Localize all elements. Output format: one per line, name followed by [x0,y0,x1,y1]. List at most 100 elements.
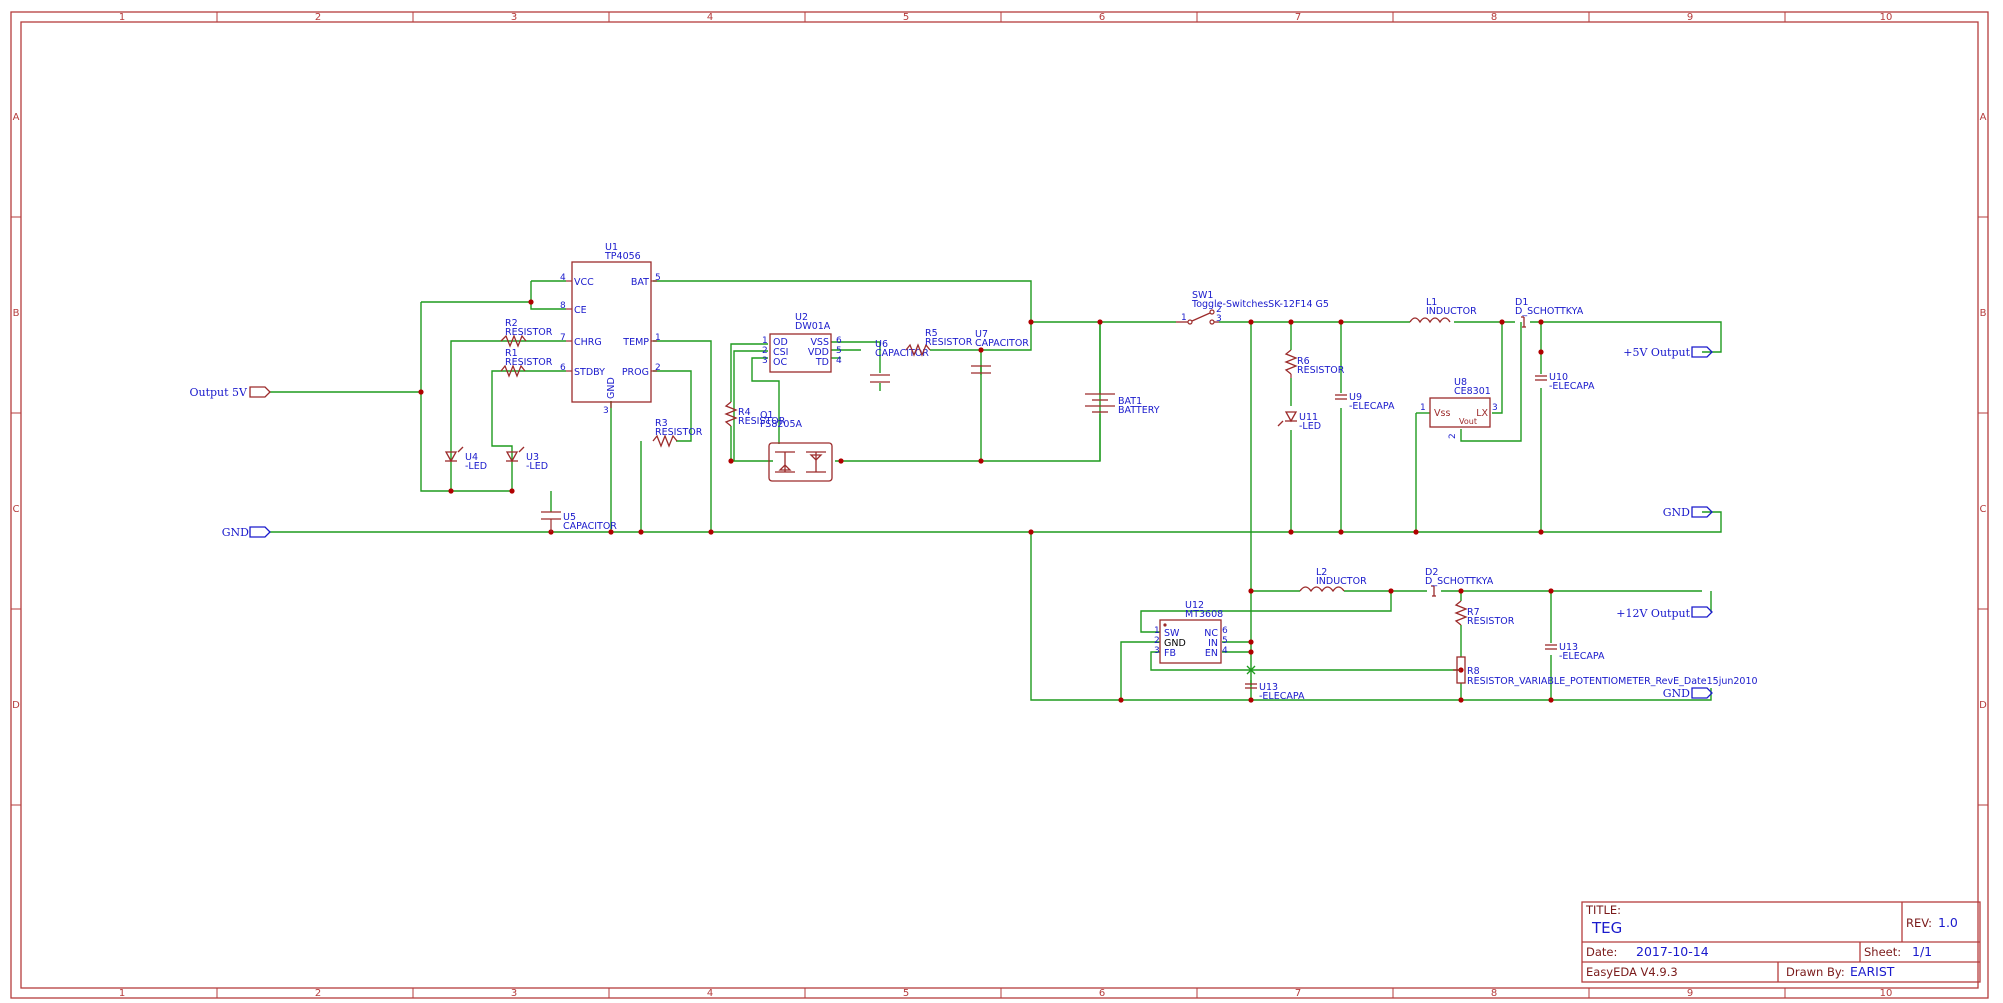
part-value: D_SCHOTTKYA [1425,576,1494,587]
ref-designator: SW1 [1192,290,1213,301]
resistor-r4[interactable]: R4 RESISTOR [724,401,786,427]
date-label: Date: [1586,945,1617,959]
capacitor-u10[interactable]: U10 -ELECAPA [1535,372,1595,392]
col-label-bottom: 4 [707,988,713,999]
row-label-right: B [1980,308,1987,319]
part-value: FS8205A [760,419,803,430]
ref-designator: U1 [605,242,618,253]
pin-number: 5 [655,273,661,283]
pin-name: VCC [574,277,594,288]
net-plus5v-output[interactable]: +5V Output [1623,346,1713,359]
pin-name: TD [815,357,829,368]
col-label-top: 7 [1295,12,1301,23]
tool-version: EasyEDA V4.9.3 [1586,965,1678,979]
pin-number: 2 [1154,636,1160,646]
ref-designator: U11 [1299,412,1318,423]
pin-number: 6 [560,363,566,373]
pin-name: SW [1164,628,1180,639]
capacitor-u5[interactable]: U5 CAPACITOR [541,511,617,532]
part-value: -LED [465,461,487,472]
capacitor-u7[interactable]: U7 CAPACITOR [971,329,1029,374]
net-gnd-left[interactable]: GND [222,526,271,539]
pin-number: 3 [762,356,768,366]
resistor-r6[interactable]: R6 RESISTOR [1284,349,1345,378]
capacitor-u13-bottom[interactable]: U13 -ELECAPA [1245,682,1305,702]
switch-sw1[interactable]: SW1 Toggle-SwitchesSK-12F14 G5 1 2 3 [1176,290,1329,325]
net-gnd-bottom[interactable]: GND [1663,687,1713,700]
net-label: GND [1663,506,1690,519]
net-output-5v-in[interactable]: Output 5V [189,386,271,399]
potentiometer-r8[interactable]: R8 RESISTOR_VARIABLE_POTENTIOMETER_RevE_… [1453,656,1758,687]
net-plus12v-output[interactable]: +12V Output [1616,606,1713,620]
capacitor-u13-right[interactable]: U13 -ELECAPA [1545,642,1605,662]
pin-number: 1 [762,336,768,346]
led-u3[interactable]: U3 -LED [505,446,548,472]
resistor-r3[interactable]: R3 RESISTOR [652,418,703,448]
resistor-r7[interactable]: R7 RESISTOR [1454,600,1515,627]
pin-name: LX [1476,408,1488,419]
battery-bat1[interactable]: BAT1 BATTERY [1085,393,1160,416]
pin-number: 4 [836,356,842,366]
junctions [418,299,1554,703]
diode-d2[interactable]: D2 D_SCHOTTKYA [1425,567,1494,597]
no-connect-marker [1246,665,1256,675]
capacitor-u6[interactable]: U6 CAPACITOR [870,339,929,383]
net-gnd-right[interactable]: GND [1663,506,1713,519]
pin-name: PROG [622,367,649,378]
pin-name: NC [1204,628,1218,639]
pin-name: Vout [1459,417,1477,426]
ref-designator: BAT1 [1118,396,1142,407]
ref-designator: Q1 [760,410,774,421]
ref-designator: R2 [505,318,518,329]
title-value: TEG [1591,919,1622,937]
inductor-l2[interactable]: L2 INDUCTOR [1299,567,1367,593]
ic-u2-dw01a[interactable]: U2 DW01A OD CSI OC VSS VDD TD 1 2 3 6 5 … [762,312,842,373]
diode-d1[interactable]: D1 D_SCHOTTKYA [1515,297,1584,328]
part-value: CE8301 [1454,386,1491,397]
ic-u12-mt3608[interactable]: U12 MT3608 SW GND FB NC IN EN 1 2 3 6 5 … [1154,600,1228,664]
ic-u8-ce8301[interactable]: U8 CE8301 Vss Vout LX 1 2 3 [1420,377,1498,439]
pin-number: 2 [655,363,661,373]
mosfet-q1-fs8205a[interactable]: Q1 FS8205A [760,410,833,482]
part-value: RESISTOR [1467,616,1515,627]
pin-number: 3 [603,406,609,416]
row-label-right: D [1979,700,1987,711]
col-label-bottom: 2 [315,988,321,999]
pin-name: GND [606,377,617,399]
capacitor-u9[interactable]: U9 -ELECAPA [1335,392,1395,412]
ref-designator: R5 [925,328,938,339]
pin-name: CSI [773,347,788,358]
resistor-r1[interactable]: R1 RESISTOR [500,348,553,378]
ref-designator: U13 [1559,642,1578,653]
pin-number: 1 [1181,313,1187,323]
part-value: INDUCTOR [1426,306,1477,317]
resistor-r5[interactable]: R5 RESISTOR [905,328,973,357]
wires [270,280,1722,701]
ref-designator: U10 [1549,372,1568,383]
led-u11[interactable]: U11 -LED [1277,411,1321,432]
inductor-l1[interactable]: L1 INDUCTOR [1409,297,1477,324]
col-label-bottom: 9 [1687,988,1693,999]
pin-name: BAT [631,277,649,288]
led-u4[interactable]: U4 -LED [444,446,487,472]
net-label: +5V Output [1623,346,1690,359]
pin-name: VSS [810,337,829,348]
ic-u1-tp4056[interactable]: U1 TP4056 VCC CE CHRG STDBY BAT TEMP PRO… [560,242,661,416]
sheet-value: 1/1 [1912,944,1932,959]
col-label-bottom: 10 [1880,988,1893,999]
net-label: GND [1663,687,1690,700]
pin-name: CE [574,305,587,316]
ref-designator: R3 [655,418,668,429]
resistor-r2[interactable]: R2 RESISTOR [500,318,553,348]
part-value: -ELECAPA [1549,381,1595,392]
row-label-left: D [12,700,20,711]
part-value: RESISTOR [655,427,703,438]
part-value: RESISTOR [1297,365,1345,376]
col-label-bottom: 8 [1491,988,1497,999]
ref-designator: U2 [795,312,808,323]
pin-number: 5 [836,346,842,356]
part-value: RESISTOR [505,357,553,368]
row-label-left: C [13,504,20,515]
ref-designator: R4 [738,407,751,418]
title-block: TITLE: TEG REV: 1.0 Date: 2017-10-14 She… [1581,901,1981,983]
